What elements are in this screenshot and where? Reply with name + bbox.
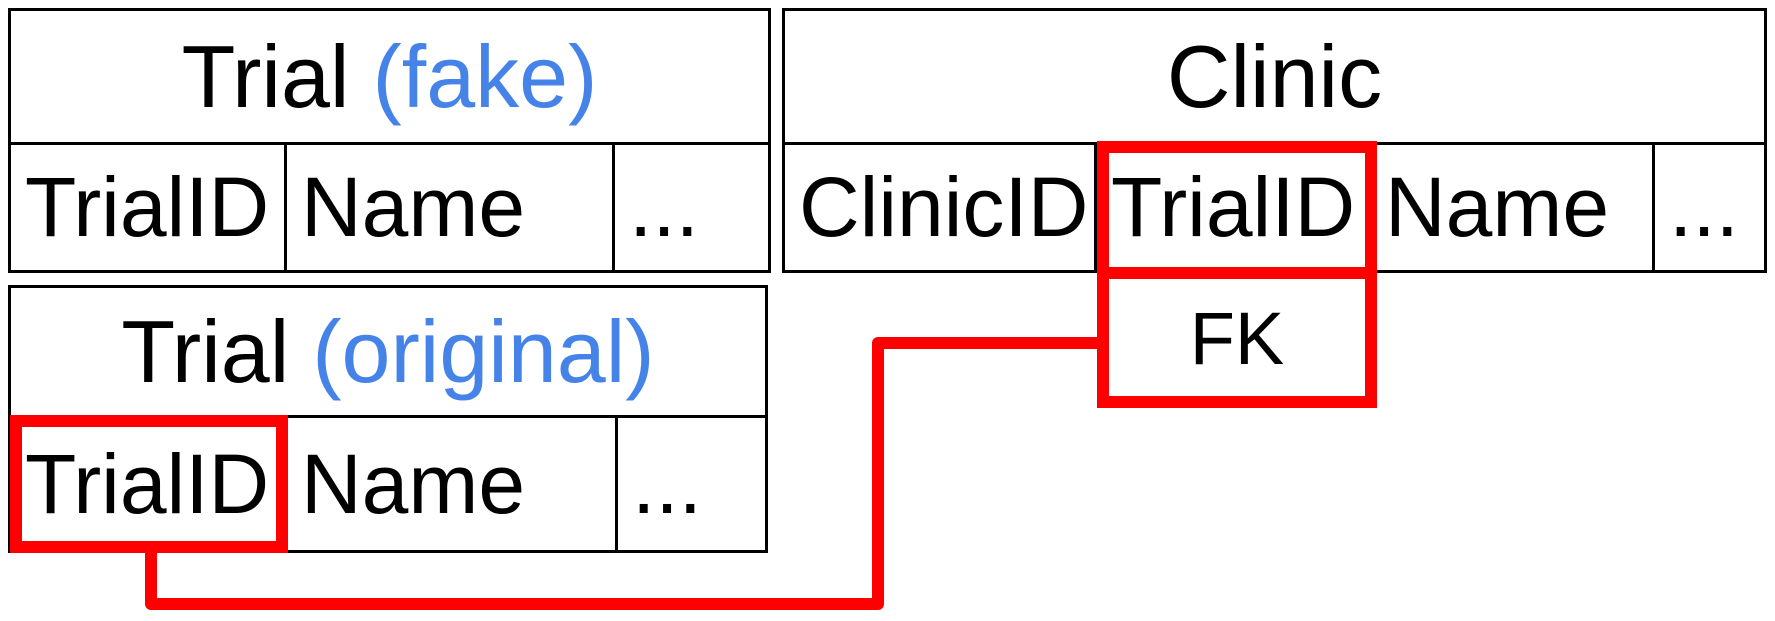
table-title-trial-original: Trial (original): [11, 288, 765, 418]
table-annotation: (fake): [372, 26, 598, 126]
column-header-trialid: TrialID: [11, 145, 287, 270]
column-header-name: Name: [1371, 145, 1655, 270]
column-header-name: Name: [287, 418, 618, 550]
column-label: TrialID: [1111, 160, 1356, 254]
table-name: Trial: [121, 301, 290, 401]
column-header-ellipsis: ...: [1655, 145, 1764, 270]
table-trial-original: Trial (original) TrialID Name ...: [8, 285, 768, 553]
column-header-trialid-pk: TrialID: [11, 418, 287, 550]
table-name: Trial: [181, 26, 350, 126]
column-label: ...: [629, 160, 700, 254]
column-row: ClinicID TrialID Name ...: [785, 145, 1764, 270]
column-header-name: Name: [287, 145, 615, 270]
column-label: Name: [301, 160, 526, 254]
table-clinic: Clinic ClinicID TrialID Name ...: [782, 8, 1767, 273]
table-trial-fake: Trial (fake) TrialID Name ...: [8, 8, 771, 273]
table-annotation: (original): [312, 301, 655, 401]
column-header-ellipsis: ...: [618, 418, 765, 550]
column-label: Name: [301, 436, 526, 531]
column-label: ClinicID: [799, 160, 1089, 254]
column-label: TrialID: [25, 160, 270, 254]
column-header-ellipsis: ...: [615, 145, 768, 270]
column-label: ...: [1669, 160, 1740, 254]
column-header-clinicid: ClinicID: [785, 145, 1097, 270]
column-label: ...: [632, 436, 703, 531]
column-header-trialid-fk: TrialID: [1097, 145, 1371, 270]
table-title-trial-fake: Trial (fake): [11, 11, 768, 145]
table-name: Clinic: [1166, 26, 1383, 126]
fk-label: FK: [1189, 296, 1285, 380]
column-row: TrialID Name ...: [11, 145, 768, 270]
table-title-clinic: Clinic: [785, 11, 1764, 145]
column-label: Name: [1385, 160, 1610, 254]
column-label: TrialID: [25, 436, 270, 531]
column-row: TrialID Name ...: [11, 418, 765, 550]
